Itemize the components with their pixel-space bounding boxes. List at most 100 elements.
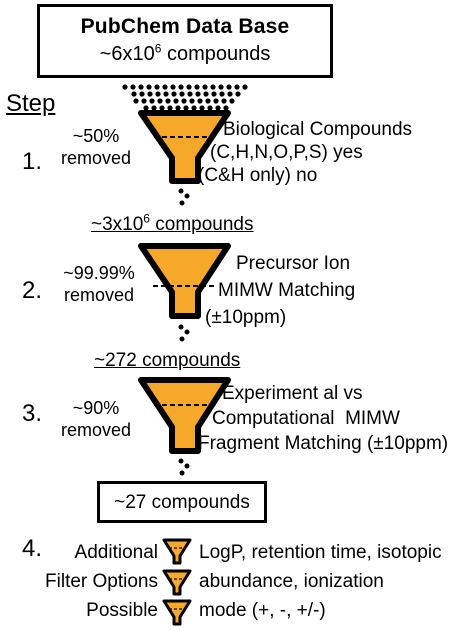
small-funnel-2	[162, 569, 192, 596]
step-4-label-3: Possible	[86, 600, 158, 621]
compound-dot	[242, 84, 248, 90]
count-after-step-2: ~272 compounds	[94, 350, 241, 371]
database-count-unit: compounds	[161, 43, 271, 65]
compound-dot	[133, 98, 139, 104]
compound-dot	[202, 84, 208, 90]
compound-dot	[147, 91, 153, 97]
database-count-base: ~6x10	[99, 43, 155, 65]
step-3-desc-2: Computational MIMW	[212, 408, 400, 429]
compound-dot	[205, 98, 211, 104]
compound-dot	[178, 84, 184, 90]
compound-dot	[165, 98, 171, 104]
compound-dot	[187, 91, 193, 97]
compound-dot	[199, 105, 205, 111]
database-box: PubChem Data Base ~6x106 compounds	[37, 4, 333, 78]
step-2-removed: ~99.99% removed	[52, 262, 146, 306]
compound-dot	[183, 105, 189, 111]
step-4-number: 4.	[22, 535, 43, 562]
step-4-desc-2: abundance, ionization	[199, 571, 384, 592]
database-count: ~6x106 compounds	[40, 41, 330, 66]
compound-dot	[170, 84, 176, 90]
funnel-step-2	[138, 243, 231, 319]
step-1-number: 1.	[22, 148, 43, 175]
compound-dot	[154, 84, 160, 90]
funnel-step-3	[138, 377, 231, 454]
step-3-desc-3: Fragment Matching (±10ppm)	[198, 433, 449, 454]
compound-dot	[181, 98, 187, 104]
compound-dot	[213, 98, 219, 104]
step-1-desc-line-2: (C,H,N,O,P,S) yes	[210, 142, 363, 163]
step-2-desc-1: Precursor Ion	[236, 253, 351, 274]
count-after-step-1-unit: compounds	[149, 214, 254, 235]
compound-dot	[162, 84, 168, 90]
compound-dot	[141, 98, 147, 104]
compound-dot	[155, 91, 161, 97]
step-1-description-2: (C,H,N,O,P,S) yes	[210, 141, 363, 164]
compound-dot	[211, 91, 217, 97]
compound-dot	[139, 91, 145, 97]
step-4-desc-1: LogP, retention time, isotopic	[199, 542, 442, 563]
step-2-desc-2: MIMW Matching	[218, 280, 356, 301]
database-title: PubChem Data Base	[80, 15, 290, 38]
step-1-description-3: (C&H only) no	[198, 164, 317, 187]
step-1-desc-line-3: (C&H only) no	[198, 165, 318, 186]
compound-dot	[179, 91, 185, 97]
compound-dot	[159, 105, 165, 111]
step-1-removed: ~50% removed	[56, 125, 136, 169]
compound-dot	[215, 105, 221, 111]
compound-dot	[131, 91, 137, 97]
small-funnel-3	[162, 599, 192, 626]
compound-dot	[226, 84, 232, 90]
compound-dot	[210, 84, 216, 90]
step-1-desc-line-1: Biological Compounds	[223, 119, 413, 140]
compound-dot	[138, 84, 144, 90]
database-count-exp: 6	[154, 41, 162, 56]
step-1-removed-label: removed	[60, 148, 132, 168]
step-2-removed-pct: ~99.99%	[63, 263, 135, 283]
compound-dot	[171, 91, 177, 97]
dots-after-step-2	[178, 324, 190, 342]
small-funnel-1	[162, 538, 192, 565]
step-4-label-1: Additional	[74, 542, 158, 563]
compound-dot	[219, 91, 225, 97]
final-count: ~27 compounds	[114, 492, 250, 513]
compound-dot	[151, 105, 157, 111]
step-2-desc-3: (±10ppm)	[205, 307, 287, 328]
compound-dot	[143, 105, 149, 111]
step-3-desc-1: Experiment al vs	[222, 383, 363, 404]
compound-dot	[146, 84, 152, 90]
compound-dot	[197, 98, 203, 104]
step-2-number: 2.	[22, 277, 43, 304]
compound-dot	[163, 91, 169, 97]
compound-dot	[189, 98, 195, 104]
step-3-removed-label: removed	[60, 420, 132, 440]
step-3-removed-pct: ~90%	[72, 398, 120, 418]
compound-dot	[175, 105, 181, 111]
compound-dot	[191, 105, 197, 111]
compound-dot	[218, 84, 224, 90]
compound-dot	[207, 105, 213, 111]
compound-dot	[167, 105, 173, 111]
compound-dot	[149, 98, 155, 104]
dots-after-step-1	[178, 188, 190, 206]
step-3-removed: ~90% removed	[56, 397, 136, 441]
count-after-step-1-exp: 6	[143, 211, 150, 226]
compound-dot	[234, 84, 240, 90]
compound-dot	[203, 91, 209, 97]
compound-dot	[122, 84, 128, 90]
final-count-box: ~27 compounds	[97, 481, 267, 523]
compound-dot	[195, 91, 201, 97]
compound-dot	[173, 98, 179, 104]
step-3-number: 3.	[22, 400, 43, 427]
compound-dot	[157, 98, 163, 104]
compound-dots-top	[122, 84, 248, 111]
compound-dot	[227, 91, 233, 97]
count-after-step-1-base: ~3x10	[91, 214, 144, 235]
compound-dot	[130, 84, 136, 90]
step-header: Step	[6, 90, 56, 117]
dots-after-step-3	[178, 458, 190, 476]
compound-dot	[194, 84, 200, 90]
compound-dot	[229, 98, 235, 104]
compound-dot	[235, 91, 241, 97]
